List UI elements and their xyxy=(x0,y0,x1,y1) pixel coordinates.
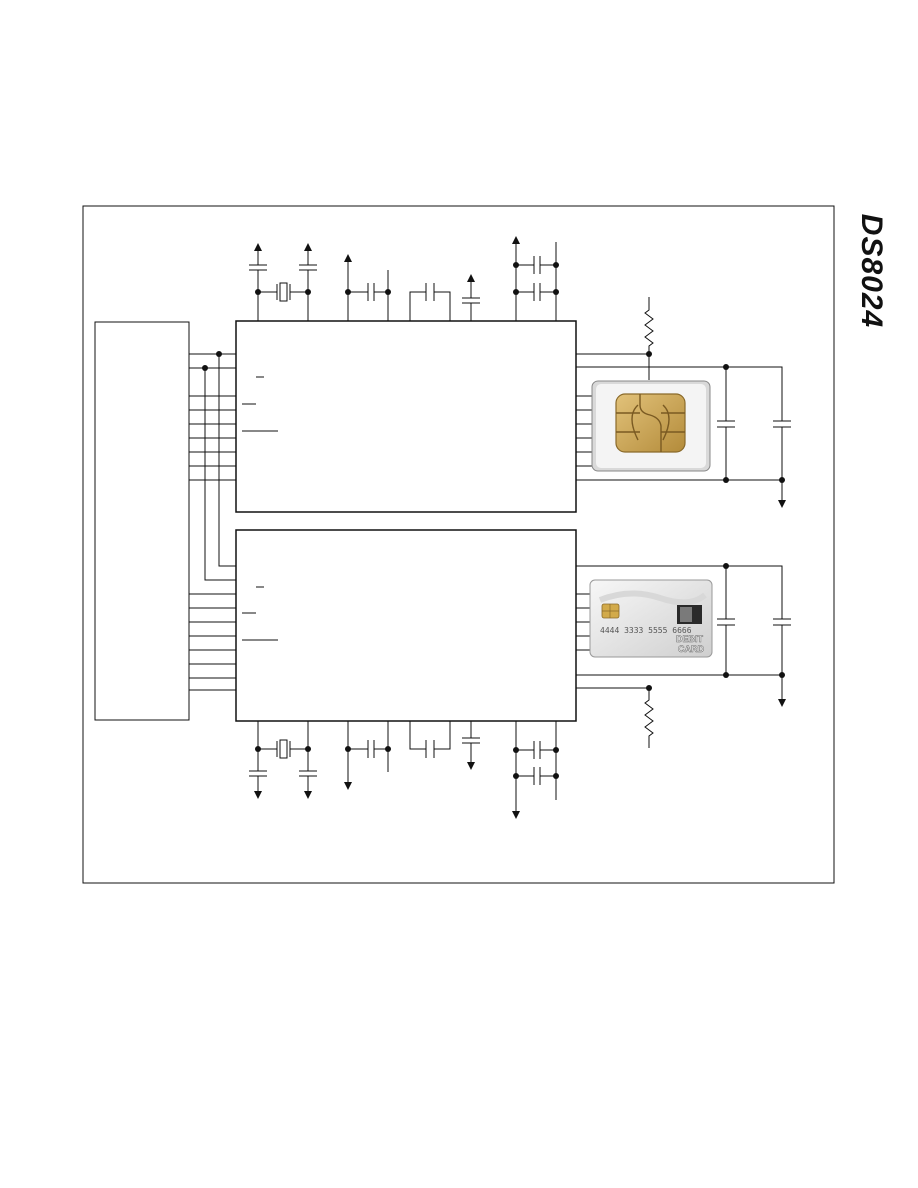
ic1-block xyxy=(235,320,577,513)
ic2-card-supply xyxy=(576,565,791,703)
ic2-card-contacts xyxy=(576,593,593,651)
junction-dots xyxy=(202,262,785,779)
ic2-xtal-cap-right xyxy=(299,749,317,795)
card-badge-line2: CARD xyxy=(678,644,704,654)
ic2-stepup-cap xyxy=(409,721,451,758)
ic2-card-decap xyxy=(717,566,735,675)
ic1-overbars xyxy=(242,376,278,432)
bus-ic2 xyxy=(189,593,236,691)
ic1-crystal-wires xyxy=(257,291,309,321)
ic2-block xyxy=(235,529,577,722)
ic1-card-decap xyxy=(717,367,735,480)
ic1-decap-a xyxy=(516,256,556,274)
ic1-xtal-cap-right xyxy=(299,247,317,292)
card-badge-line1: DEBIT xyxy=(676,634,704,644)
ic2-pullup-resistor xyxy=(644,688,654,748)
ic2-decap-a xyxy=(516,741,556,759)
ic2-supply-cap xyxy=(347,721,389,772)
sim-card-image xyxy=(591,380,711,472)
bus-ic1 xyxy=(189,353,236,481)
ic1-stepup-cap xyxy=(409,283,451,321)
microcontroller-block xyxy=(94,321,190,721)
debit-card-image: 4444 3333 5555 6666 DEBIT CARD xyxy=(589,579,713,658)
ic1-card-supply xyxy=(576,366,791,504)
diagram-frame xyxy=(82,205,835,884)
ic1-decap-b xyxy=(516,283,556,301)
card-number: 4444 3333 5555 6666 xyxy=(600,626,692,635)
bus-shared xyxy=(204,354,236,581)
ic1-pullup-resistor xyxy=(644,297,654,380)
ic2-vup-cap xyxy=(462,721,480,766)
ic1-crystal xyxy=(279,282,288,302)
ic2-crystal-wires xyxy=(257,721,309,750)
ic2-overbars xyxy=(242,586,278,641)
ic1-xtal-cap-left xyxy=(249,247,267,292)
ic2-crystal xyxy=(279,739,288,759)
ic1-vup-cap xyxy=(462,278,480,321)
ic2-decap-b xyxy=(516,767,556,785)
ic2-xtal-cap-left xyxy=(249,749,267,795)
ic1-supply-cap xyxy=(347,270,389,321)
ic1-card-contacts xyxy=(576,395,593,467)
